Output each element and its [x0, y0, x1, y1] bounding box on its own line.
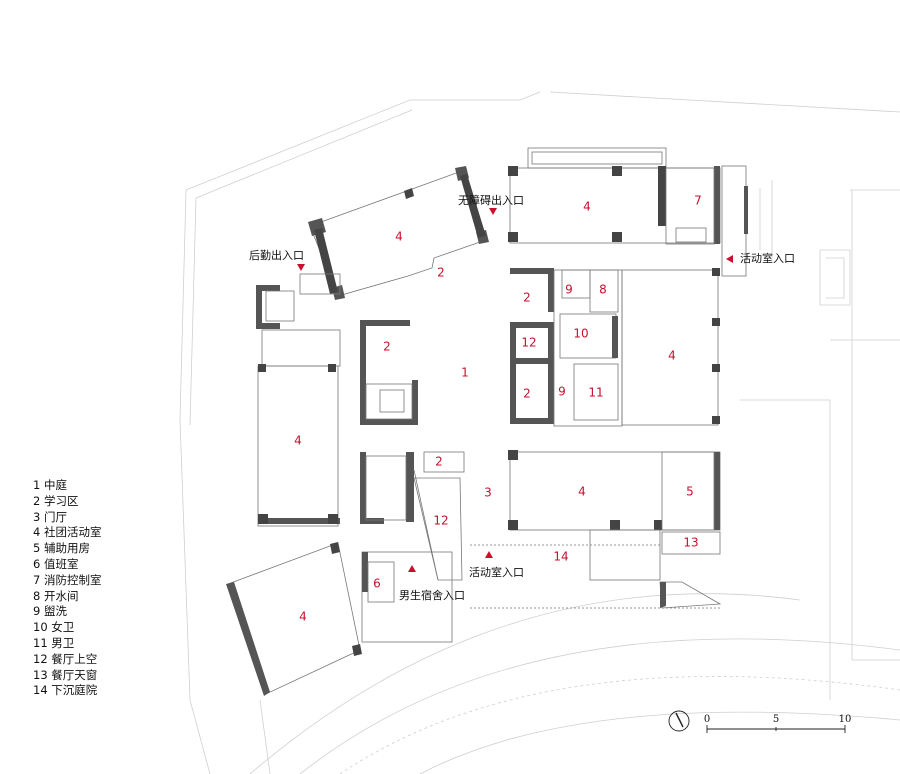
room-block-4a	[308, 166, 489, 300]
room-number-r-7: 7	[694, 194, 702, 208]
room-number-r-12b: 12	[433, 514, 448, 528]
entrance-label-activity-east: 活动室入口	[740, 251, 795, 265]
entrance-label-activity-south: 活动室入口	[469, 565, 524, 579]
legend-item: 10 女卫	[33, 620, 75, 635]
entrance-label-barrier-free: 无障碍出入口	[458, 193, 524, 207]
legend-item: 5 辅助用房	[33, 541, 90, 556]
room-number-r-4b: 4	[583, 200, 591, 214]
room-number-r-2d: 2	[523, 387, 531, 401]
room-number-r-9a: 9	[565, 283, 573, 297]
legend-item: 6 值班室	[33, 556, 79, 571]
legend-item: 13 餐厅天窗	[33, 667, 98, 682]
room-number-r-4f: 4	[299, 610, 307, 624]
room-block-12b	[360, 451, 465, 581]
entrance-marker-dorm	[408, 565, 416, 572]
scale-label-0: 0	[704, 714, 710, 725]
entrance-marker-activity-south	[485, 551, 493, 558]
legend-item: 8 开水间	[33, 588, 79, 603]
room-number-r-2c: 2	[383, 340, 391, 354]
room-number-r-2b: 2	[523, 291, 531, 305]
scale-label-5: 5	[773, 714, 779, 725]
legend-item: 14 下沉庭院	[33, 683, 98, 698]
room-number-r-11: 11	[588, 386, 603, 400]
legend-item: 9 盥洗	[33, 604, 67, 619]
room-number-r-13: 13	[683, 536, 698, 550]
room-number-r-3: 3	[484, 486, 492, 500]
room-block-4b	[508, 147, 748, 277]
room-number-r-1: 1	[461, 366, 469, 380]
entrance-labels: 无障碍出入口后勤出入口活动室入口活动室入口男生宿舍入口	[249, 193, 795, 602]
room-block-4f	[226, 542, 362, 696]
legend-item: 4 社团活动室	[33, 525, 102, 540]
room-number-r-6: 6	[373, 577, 381, 591]
entrance-label-dorm: 男生宿舍入口	[399, 588, 465, 602]
entrance-marker-barrier-free	[489, 208, 497, 215]
room-block-4e	[508, 450, 721, 581]
legend-item: 7 消防控制室	[33, 572, 102, 587]
room-block-4c	[621, 268, 720, 426]
site-context	[179, 91, 900, 774]
legend-item: 11 男卫	[33, 635, 75, 650]
room-number-r-4e: 4	[578, 485, 586, 499]
room-block-6	[361, 551, 453, 643]
central-core	[360, 268, 623, 427]
room-number-r-4a: 4	[395, 230, 403, 244]
legend-item: 2 学习区	[33, 493, 79, 508]
room-number-r-2e: 2	[435, 455, 443, 469]
room-number-r-9b: 9	[558, 385, 566, 399]
legend: 1 中庭 2 学习区 3 门厅 4 社团活动室 5 辅助用房 6 值班室 7 消…	[33, 478, 101, 699]
room-number-r-10: 10	[573, 327, 588, 341]
legend-item: 12 餐厅上空	[33, 651, 98, 666]
north-arrow	[668, 710, 690, 732]
room-number-r-14: 14	[553, 550, 568, 564]
room-block-4d	[256, 273, 341, 527]
room-labels: 4 4 7 2 2 9 8 10 12 2 4 1 9 11 2 4 2 3 4 5 12 13 14 6 4	[294, 194, 702, 624]
sunken-courtyard	[470, 544, 722, 609]
scale-bar: 0 5 10	[704, 714, 852, 733]
entrance-marker-logistics	[297, 264, 305, 271]
entrance-label-logistics: 后勤出入口	[249, 248, 304, 262]
entrance-marker-activity-east	[726, 255, 733, 263]
room-number-r-4c: 4	[668, 349, 676, 363]
room-number-r-8: 8	[599, 283, 607, 297]
legend-item: 1 中庭	[33, 478, 67, 492]
room-number-r-5: 5	[686, 485, 694, 499]
room-number-r-12a: 12	[521, 336, 536, 350]
room-number-r-2a: 2	[437, 266, 445, 280]
scale-label-10: 10	[839, 714, 852, 725]
legend-item: 3 门厅	[33, 509, 67, 524]
room-number-r-4d: 4	[294, 434, 302, 448]
